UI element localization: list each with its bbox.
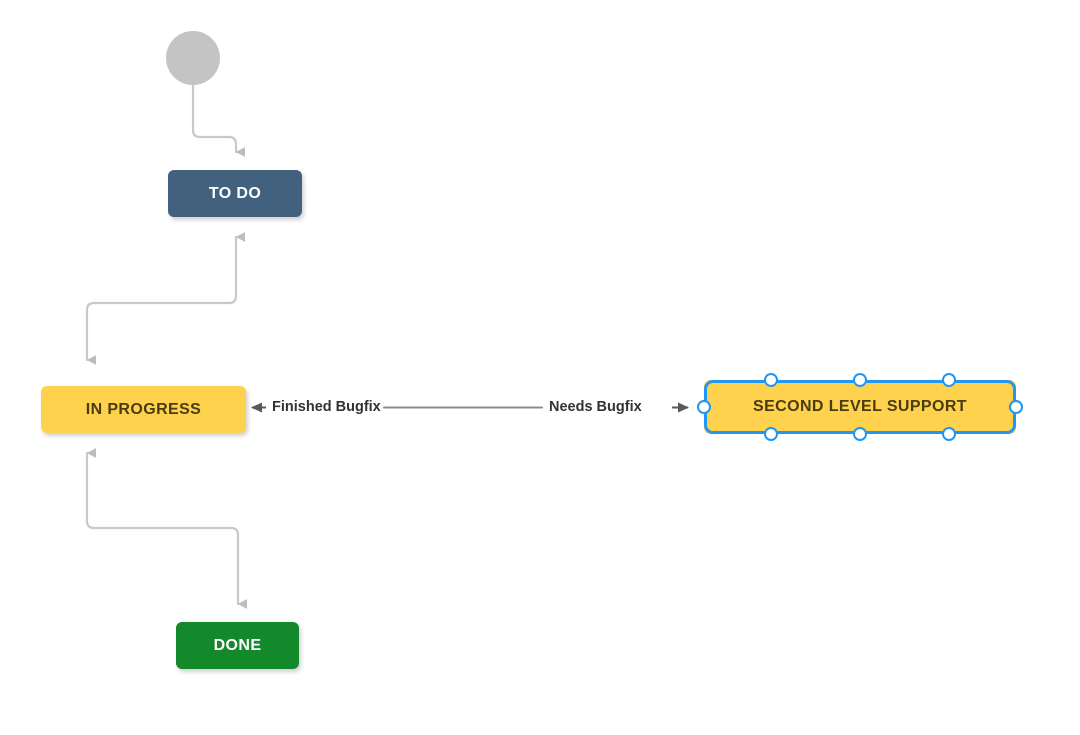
status-node-in-progress[interactable]: IN PROGRESS	[41, 386, 246, 433]
edge-label-finished-bugfix[interactable]: Finished Bugfix	[272, 399, 381, 415]
status-node-todo-label: TO DO	[208, 184, 262, 202]
handle-top-right[interactable]	[941, 373, 956, 387]
start-node[interactable]	[166, 31, 220, 85]
status-node-done-label: DONE	[213, 636, 262, 654]
edge-start-to-todo[interactable]	[191, 83, 246, 157]
edge-todo-inprogress[interactable]	[85, 232, 246, 365]
status-node-second-level-support[interactable]: SECOND LEVEL SUPPORT	[704, 380, 1016, 434]
handle-bottom-left[interactable]	[764, 427, 779, 441]
status-node-second-level-support-label: SECOND LEVEL SUPPORT	[753, 398, 967, 415]
status-node-second-level-support-selection[interactable]: SECOND LEVEL SUPPORT	[697, 373, 1023, 441]
handle-top-left[interactable]	[764, 373, 779, 387]
edge-inprogress-done[interactable]	[85, 448, 248, 609]
edge-label-needs-bugfix[interactable]: Needs Bugfix	[549, 399, 642, 415]
handle-bottom-center[interactable]	[853, 427, 867, 441]
status-node-todo[interactable]: TO DO	[168, 170, 302, 217]
status-node-done[interactable]: DONE	[176, 622, 299, 669]
handle-bottom-right[interactable]	[941, 427, 956, 441]
handle-top-center[interactable]	[853, 373, 867, 387]
handle-middle-left[interactable]	[697, 400, 711, 414]
handle-middle-right[interactable]	[1009, 400, 1023, 414]
status-node-in-progress-label: IN PROGRESS	[85, 400, 202, 418]
